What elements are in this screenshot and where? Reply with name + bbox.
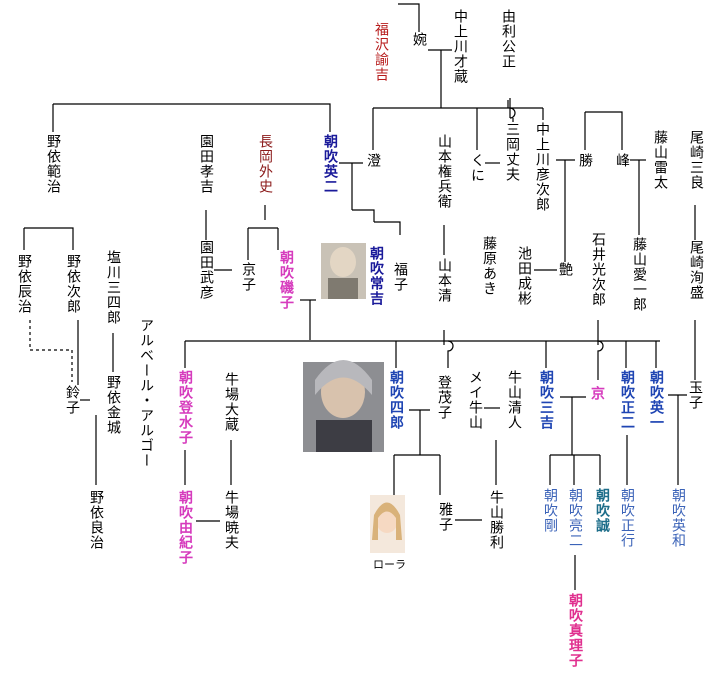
person-asabuki-yukiko: 朝吹由紀子 [177,490,193,565]
person-asabuki-tsuneyoshi: 朝吹常吉 [368,246,384,306]
person-ushiyama-kiyoto: 牛山清人 [506,370,522,430]
person-noyori-jiro: 野依次郎 [65,254,81,314]
person-en: 婉 [411,32,427,47]
person-masako: 雅子 [437,502,453,532]
person-fujiyama-raita: 藤山雷太 [652,130,668,190]
person-ushiba-akio: 牛場暁夫 [223,490,239,550]
person-sonoda-kokichi: 園田孝吉 [198,134,214,194]
person-yamamoto-kiyoshi: 山本清 [436,258,452,303]
person-noyori-ryoji: 野依良治 [88,490,104,550]
photo-rola [370,495,405,553]
person-ushiba-daizo: 牛場大蔵 [223,372,239,432]
person-asabuki-isoko: 朝吹磯子 [278,250,294,310]
person-asabuki-shoji: 朝吹正二 [619,370,635,430]
person-sumi: 澄 [365,153,381,168]
photo-caption-rola: ローラ [373,558,406,571]
person-asabuki-shiro: 朝吹四郎 [388,370,404,430]
person-fukuzawa-yukichi: 福沢諭吉 [373,22,389,82]
person-nagaoka-sotofumi: 長岡外史 [257,134,273,194]
person-noyori-kinjo: 野依金城 [105,375,121,435]
person-masaru: 勝 [577,153,593,168]
person-ozaki-hiromori: 尾崎洵盛 [688,240,704,300]
person-asabuki-ryoji: 朝吹亮二 [567,488,583,548]
person-tomoko: 登茂子 [436,375,452,420]
person-tsuya: 艶 [557,262,573,277]
person-fujiwara-aki: 藤原あき [481,236,497,296]
person-asabuki-hidekazu: 朝吹英和 [670,488,686,548]
person-kyo: 京 [589,386,605,401]
person-asabuki-mariko: 朝吹真理子 [567,593,583,668]
person-asabuki-eiichi: 朝吹英一 [648,370,664,430]
person-yamamoto-gonbee: 山本権兵衛 [436,134,452,209]
person-tamako: 玉子 [687,380,703,410]
person-nakakamigawa-saizo: 中上川才蔵 [452,9,468,84]
photo-shiro [303,360,384,452]
person-asabuki-masayuki: 朝吹正行 [619,488,635,548]
person-fukuko: 福子 [392,262,408,292]
person-ozaki-saburo: 尾崎三良 [688,130,704,190]
person-mioka-takeo: 三岡丈夫 [504,122,520,182]
person-asabuki-tomiko: 朝吹登水子 [177,370,193,445]
person-yuri-kimimasa: 由利公正 [500,9,516,69]
person-fujiyama-aiichiro: 藤山愛一郎 [631,237,647,312]
person-albert-algoud: アルベール・アルゴー [138,318,154,468]
photo-tsuneyoshi [321,243,366,299]
person-nakakamigawa-hikojiro: 中上川彦次郎 [534,122,550,212]
person-asabuki-makoto: 朝吹誠 [594,488,610,533]
person-noyori-tatsuji: 野依辰治 [16,254,32,314]
person-shiokawa-sanshiro: 塩川三四郎 [105,250,121,325]
person-kyoko: 京子 [240,262,256,292]
person-asabuki-sankichi: 朝吹三吉 [538,370,554,430]
person-asabuki-eiji: 朝吹英二 [322,134,338,194]
person-suzuko: 鈴子 [64,385,80,415]
person-mei-ushiyama: メイ牛山 [467,370,483,430]
person-ushiyama-katsutoshi: 牛山勝利 [488,490,504,550]
person-asabuki-tsuyoshi: 朝吹剛 [542,488,558,533]
person-sonoda-takehiko: 園田武彦 [198,240,214,300]
person-mine: 峰 [614,153,630,168]
person-ikeda-shigeaki: 池田成彬 [516,246,532,306]
person-noyori-norij: 野依範治 [45,134,61,194]
person-kuni: くに [469,153,485,183]
person-ishii-mitsujiro: 石井光次郎 [590,232,606,307]
